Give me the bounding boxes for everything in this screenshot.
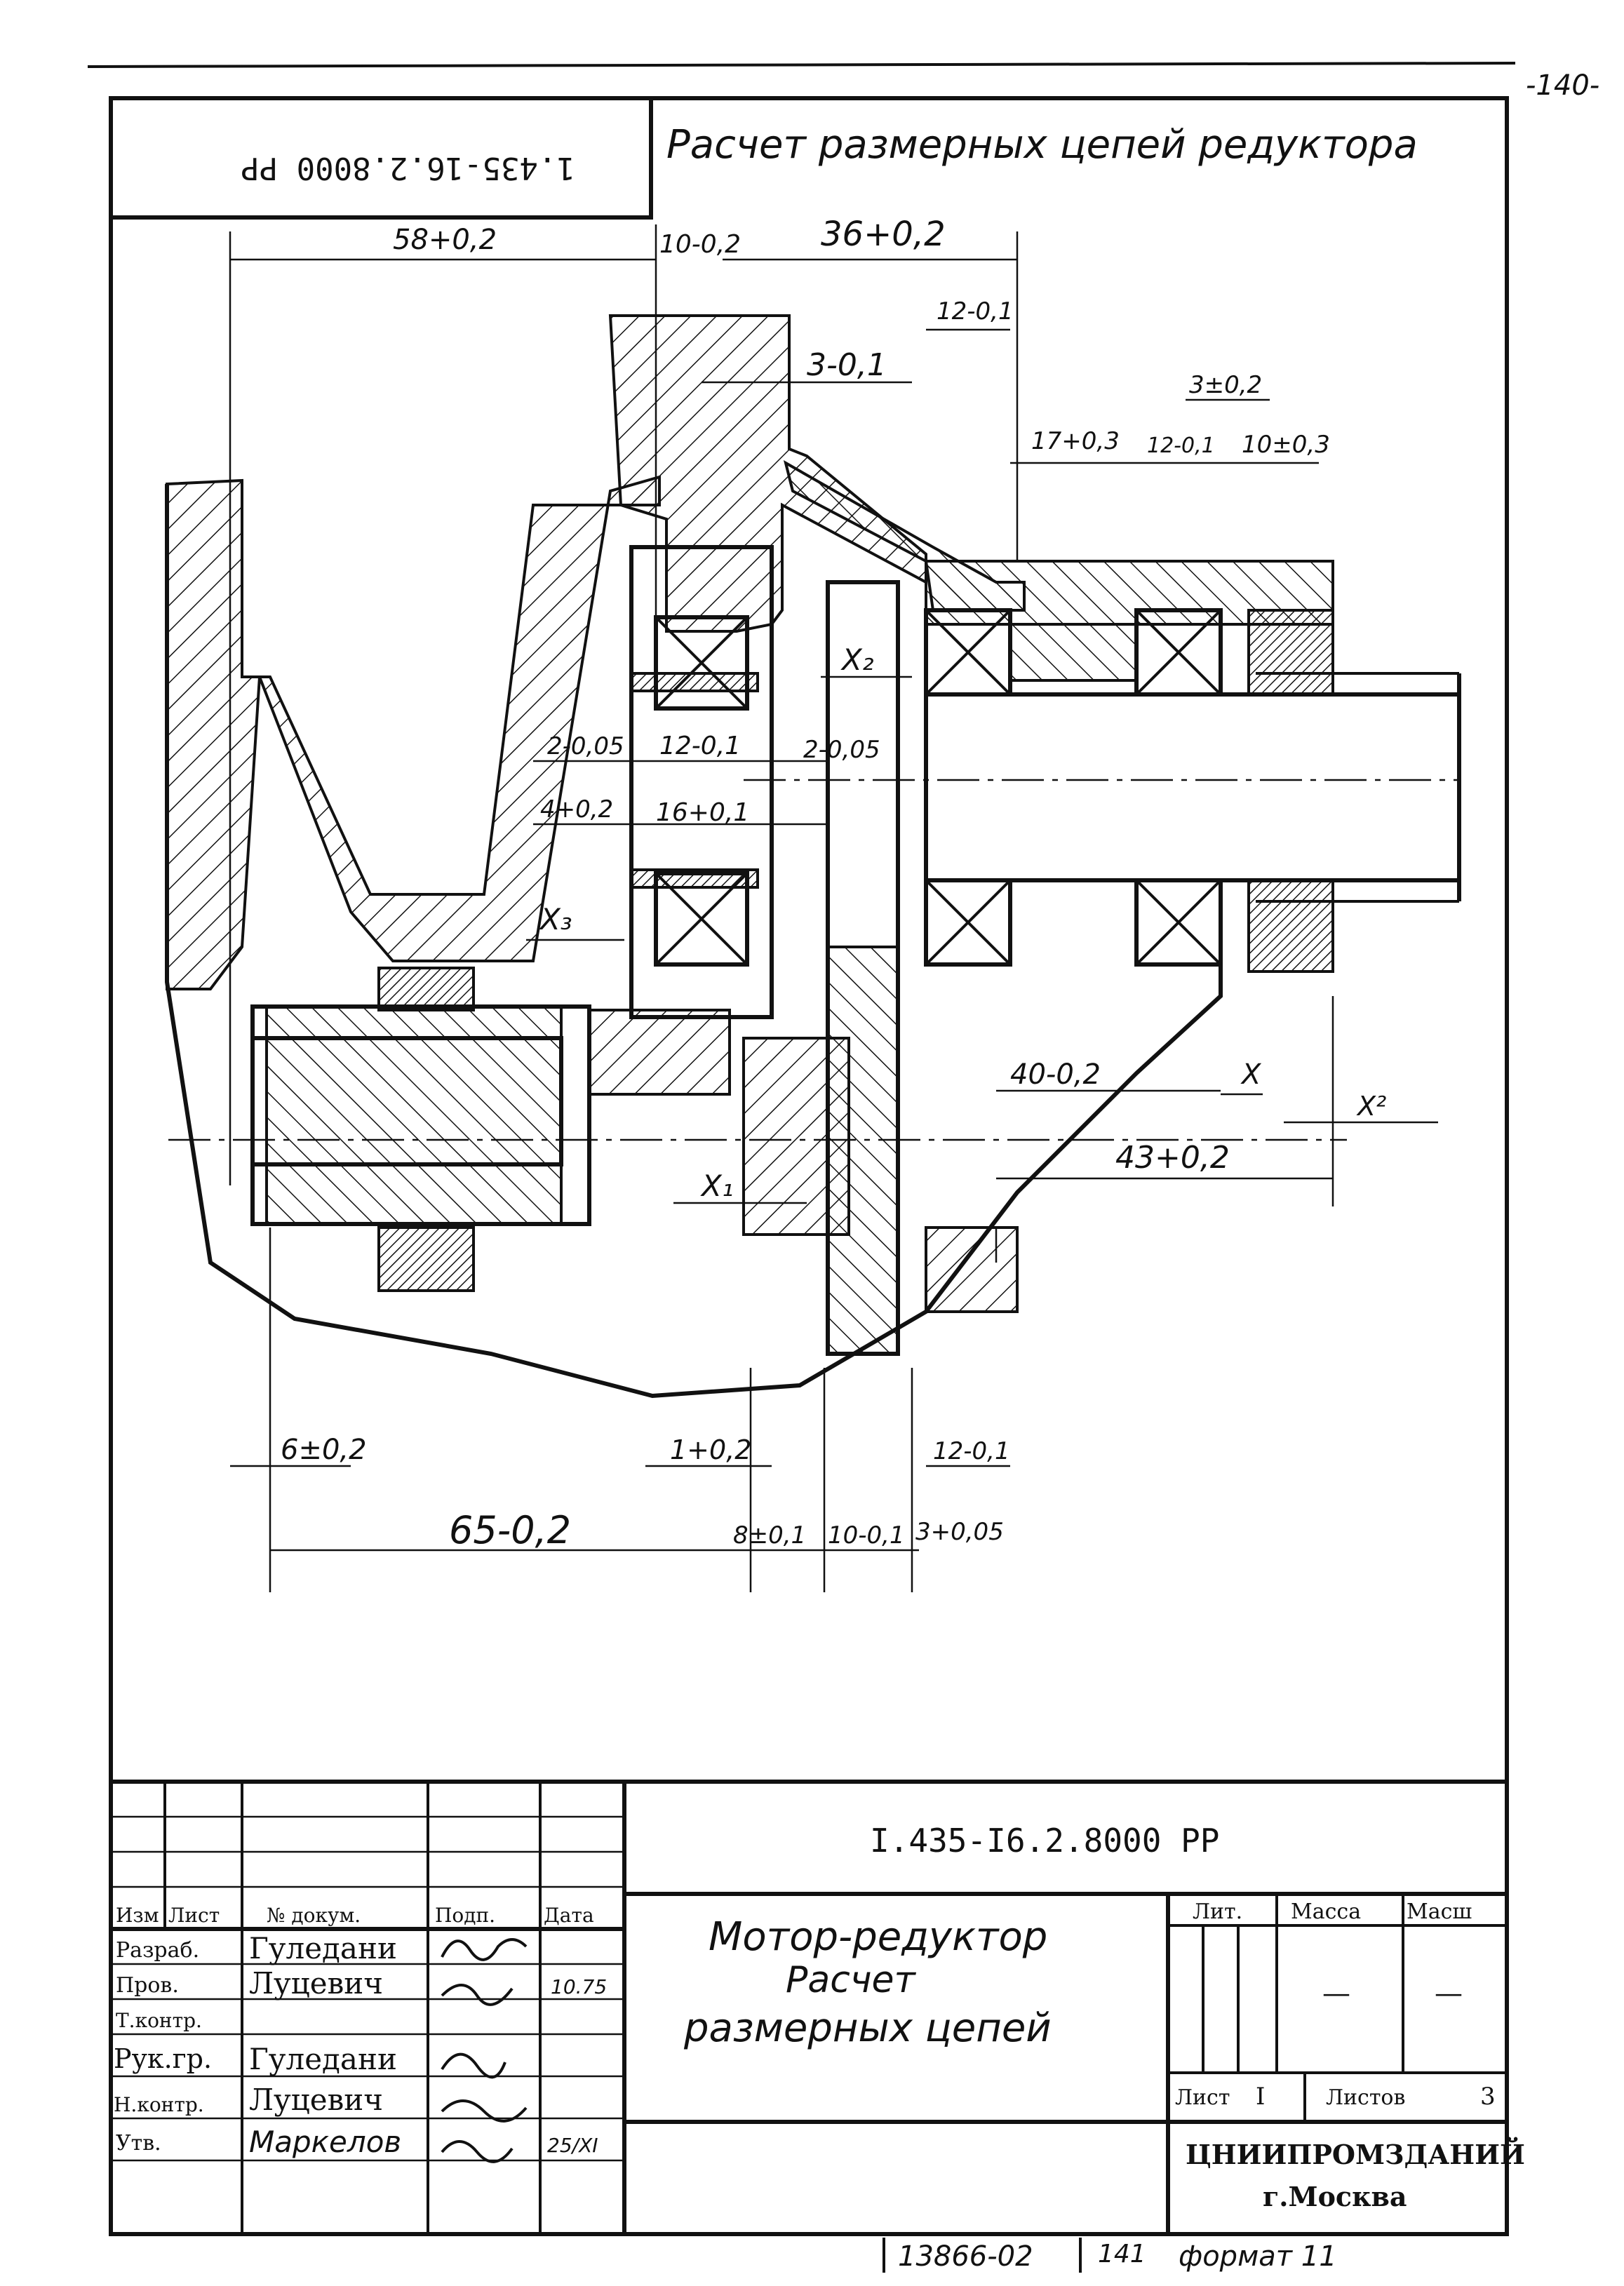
sheet-title: Расчет размерных цепей редуктора (666, 122, 1418, 168)
dim-2b: 2-0,05 (803, 736, 880, 764)
tb-mass-label: Масса (1291, 1900, 1361, 1924)
dim-3b: 3±0,2 (1189, 371, 1262, 399)
role-0: Разраб. (116, 1938, 199, 1963)
dim-3c: 3+0,05 (915, 1518, 1004, 1546)
page-number: -140- (1526, 69, 1599, 102)
tb-mass-value: — (1322, 1977, 1350, 2010)
role-1: Пров. (116, 1973, 179, 1998)
name-4: Луцевич (249, 2083, 383, 2117)
dim-6: 6±0,2 (281, 1434, 367, 1466)
label-x3: X₃ (539, 902, 572, 936)
tb-organization: ЦНИИПРОМЗДАНИЙ (1186, 2137, 1525, 2170)
hdr-list: Лист (168, 1904, 220, 1927)
dim-16: 16+0,1 (656, 798, 749, 827)
name-5: Маркелов (249, 2125, 401, 2159)
footer-format: формат 11 (1179, 2240, 1337, 2273)
role-2: Т.контр. (116, 2009, 202, 2032)
gear-reducer-section (165, 314, 1461, 1399)
dimension-lines (229, 224, 1438, 1592)
dim-58: 58+0,2 (393, 224, 497, 256)
dim-4: 4+0,2 (540, 795, 613, 823)
code-stamp-box (109, 96, 653, 220)
label-x: X (1240, 1058, 1262, 1091)
top-line (87, 62, 1516, 68)
label-x1: X₁ (700, 1169, 734, 1203)
tb-doc-code: I.435-I6.2.8000 PP (870, 1822, 1220, 1860)
dim-12c: 12-0,1 (659, 732, 741, 760)
dim-12d: 12-0,1 (933, 1437, 1010, 1465)
footer-inventory: 13866-02 (898, 2240, 1033, 2273)
tb-city: г.Москва (1263, 2181, 1407, 2212)
tb-name-1: Мотор-редуктор (709, 1914, 1047, 1960)
tb-lit-label: Лит. (1193, 1900, 1242, 1924)
dim-8: 8±0,1 (733, 1521, 806, 1549)
rotated-doc-code: 1.435-16.2.8000 PP (241, 150, 575, 186)
role-3: Рук.гр. (114, 2043, 212, 2074)
role-5: Утв. (116, 2131, 161, 2156)
tb-name-3: размерных цепей (683, 2005, 1052, 2051)
tb-scale-value: — (1435, 1977, 1463, 2010)
label-x2: X₂ (840, 643, 874, 677)
name-1: Луцевич (249, 1966, 383, 2001)
signature-scribbles (441, 1938, 528, 2163)
dim-10b: 10±0,3 (1242, 431, 1330, 459)
dim-10c: 10-0,1 (828, 1521, 905, 1549)
tb-sheets-value: 3 (1480, 2083, 1496, 2111)
hdr-date: Дата (544, 1904, 594, 1927)
label-xz: X² (1356, 1091, 1386, 1122)
role-4: Н.контр. (114, 2093, 204, 2116)
tb-scale-label: Масш (1407, 1900, 1472, 1924)
dim-40: 40-0,2 (1010, 1058, 1101, 1091)
dim-12a: 12-0,1 (937, 297, 1014, 325)
date-5: 25/XI (547, 2134, 598, 2157)
hdr-izm: Изм (116, 1904, 159, 1927)
dim-3a: 3-0,1 (807, 347, 887, 383)
hdr-doc-no: № докум. (267, 1904, 361, 1927)
tb-sheet-label: Лист (1175, 2085, 1230, 2110)
name-3: Гуледани (249, 2042, 397, 2076)
footer-page: 141 (1098, 2240, 1146, 2268)
dim-17: 17+0,3 (1031, 427, 1120, 455)
dim-12b: 12-0,1 (1147, 433, 1215, 458)
dim-2a: 2-0,05 (547, 732, 624, 760)
hdr-sign: Подп. (435, 1904, 495, 1927)
dim-65: 65-0,2 (449, 1508, 571, 1552)
tb-name-2: Расчет (786, 1959, 917, 2001)
dim-43: 43+0,2 (1115, 1140, 1230, 1176)
tb-sheet-value: I (1256, 2083, 1265, 2111)
tb-sheets-label: Листов (1326, 2085, 1405, 2110)
dim-1: 1+0,2 (670, 1434, 751, 1465)
dimension-labels: 58+0,2 10-0,2 36+0,2 12-0,1 3-0,1 3±0,2 … (281, 215, 1386, 1552)
title-block: Изм Лист № докум. Подп. Дата Разраб. Гул… (109, 1780, 1525, 2236)
name-0: Гуледани (249, 1931, 397, 1965)
dim-10a: 10-0,2 (659, 230, 741, 259)
date-1: 10.75 (551, 1975, 607, 1998)
dim-36: 36+0,2 (821, 215, 946, 254)
